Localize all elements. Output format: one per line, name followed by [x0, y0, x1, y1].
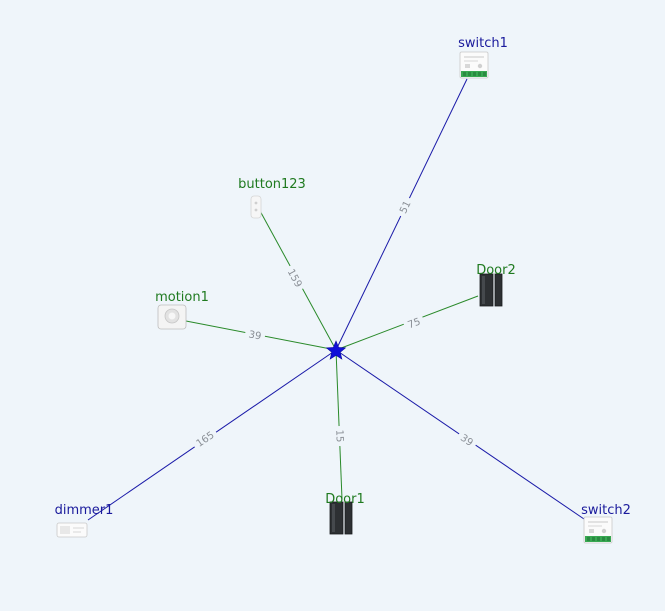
node-label: Door1 — [325, 492, 365, 507]
node-label: Door2 — [476, 263, 516, 278]
node-switch2[interactable]: switch2 — [581, 503, 631, 544]
node-button123[interactable]: button123 — [238, 177, 306, 219]
motion-sensor-icon — [157, 304, 187, 330]
node-dimmer1[interactable]: dimmer1 — [55, 503, 114, 538]
node-label: button123 — [238, 177, 306, 192]
dimmer-module-icon — [56, 522, 88, 538]
link-labels-layer: 51 159 75 39 165 15 39 — [190, 194, 480, 452]
switch-module-icon — [583, 516, 613, 544]
node-switch1[interactable]: switch1 — [458, 36, 508, 79]
link-label-switch2: 39 — [455, 428, 480, 451]
door-sensor-icon — [329, 501, 353, 535]
button-icon — [250, 195, 262, 219]
link-label-door2: 75 — [402, 312, 426, 333]
node-label: motion1 — [155, 290, 209, 305]
door-sensor-icon — [479, 273, 503, 307]
coordinator-node[interactable] — [325, 340, 347, 360]
lqi-value: 15 — [333, 429, 345, 442]
star-icon — [325, 340, 347, 360]
lqi-value: 51 — [398, 199, 413, 215]
lqi-value: 39 — [248, 329, 263, 342]
link-label-switch1: 51 — [394, 194, 415, 219]
switch-module-icon — [459, 51, 489, 79]
node-label: dimmer1 — [55, 503, 114, 518]
node-door1[interactable]: Door1 — [325, 492, 365, 535]
lqi-value: 75 — [406, 317, 422, 332]
node-label: switch1 — [458, 36, 508, 51]
node-label: switch2 — [581, 503, 631, 518]
link-label-button123: 159 — [283, 263, 308, 293]
node-motion1[interactable]: motion1 — [155, 290, 209, 330]
link-label-motion1: 39 — [244, 326, 267, 343]
node-door2[interactable]: Door2 — [476, 263, 516, 307]
link-door1 — [335, 349, 343, 500]
link-label-dimmer1: 165 — [190, 425, 220, 452]
link-label-door1: 15 — [333, 425, 348, 447]
